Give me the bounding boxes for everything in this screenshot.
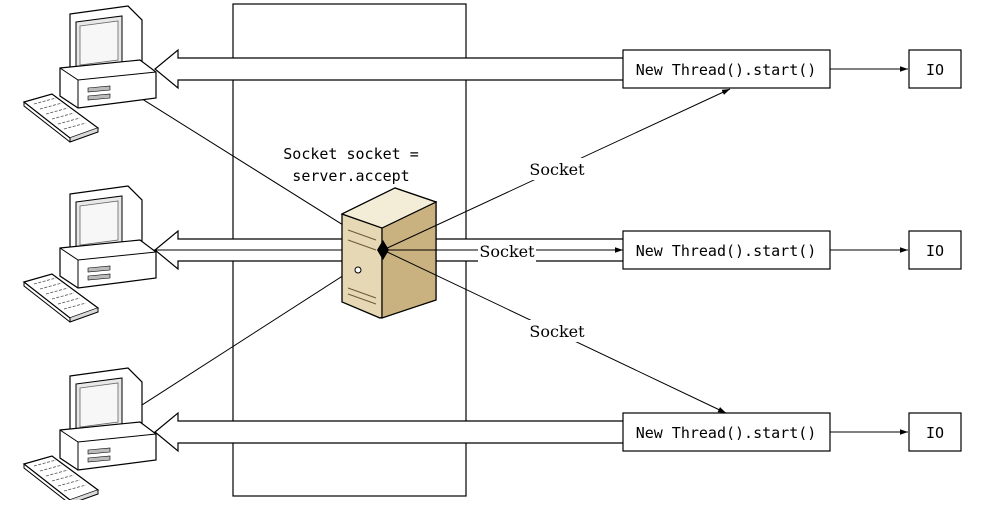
- server-tower-icon: [340, 187, 438, 319]
- return-arrow-top: [154, 48, 623, 90]
- thread-box: [622, 230, 831, 270]
- desktop-computer-icon: [23, 367, 157, 505]
- io-box: [908, 49, 962, 89]
- server-label-line1: Socket socket =: [283, 145, 418, 163]
- thread-row-1: New Thread().start() IO: [622, 49, 962, 89]
- client-line-bottom: [99, 249, 384, 433]
- accept-node: [377, 240, 389, 260]
- thread-label: New Thread().start(): [636, 424, 817, 442]
- socket-label-lower: Socket: [529, 322, 585, 341]
- thread-label: New Thread().start(): [636, 61, 817, 79]
- io-label: IO: [926, 242, 944, 260]
- thread-row-3: New Thread().start() IO: [622, 412, 962, 452]
- client-line-top: [114, 81, 384, 251]
- io-box: [908, 230, 962, 270]
- socket-label-middle: Socket: [479, 242, 535, 261]
- thread-row-2: New Thread().start() IO: [622, 230, 962, 270]
- desktop-computer-icon: [23, 5, 157, 143]
- desktop-computer-icon: [23, 185, 157, 323]
- socket-label-upper: Socket: [529, 160, 585, 179]
- return-arrow-bottom: [154, 411, 623, 453]
- io-label: IO: [926, 61, 944, 79]
- server-label-line2: server.accept: [292, 167, 409, 185]
- thread-label: New Thread().start(): [636, 242, 817, 260]
- io-box: [908, 412, 962, 452]
- io-label: IO: [926, 424, 944, 442]
- thread-box: [622, 412, 831, 452]
